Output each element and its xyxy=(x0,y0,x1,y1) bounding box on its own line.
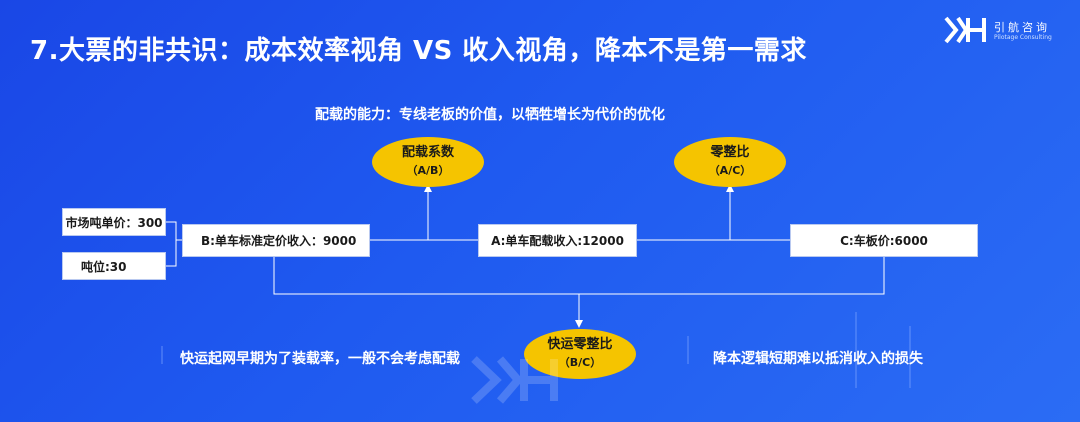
box-price-per-ton: 市场吨单价：300 xyxy=(62,208,166,236)
page-title: 7.大票的非共识：成本效率视角 VS 收入视角，降本不是第一需求 xyxy=(30,36,807,66)
connector-price xyxy=(166,221,182,241)
ellipse-express-ltl-ratio: 快运零整比 （B/C） xyxy=(524,329,636,379)
diagram-subtitle: 配载的能力：专线老板的价值，以牺牲增长为代价的优化 xyxy=(315,107,665,123)
box-standard-income: B:单车标准定价收入：9000 xyxy=(182,224,370,257)
arrow-down-express-ratio xyxy=(575,320,583,328)
ellipse-load-factor-label: 配载系数 xyxy=(401,145,454,160)
ellipse-ltl-ratio-formula: （A/C） xyxy=(708,164,752,177)
note-left: 快运起网早期为了装载率，一般不会考虑配载 xyxy=(180,351,460,367)
ellipse-ltl-ratio-label: 零整比 xyxy=(710,145,750,160)
box-load-income: A:单车配载收入:12000 xyxy=(478,224,637,257)
box-tonnage: 吨位:30 xyxy=(62,252,166,280)
watermark-logo-icon xyxy=(471,356,558,404)
arrow-up-load-factor xyxy=(424,184,432,192)
logo-name: 引航咨询 xyxy=(994,21,1050,34)
ellipse-load-factor: 配载系数 （A/B） xyxy=(372,137,484,187)
arrow-up-ltl-ratio xyxy=(726,184,734,192)
ellipse-express-ltl-ratio-formula: （B/C） xyxy=(558,356,602,369)
connector-bottom-bracket xyxy=(273,257,885,295)
connector-tonnage xyxy=(166,240,177,267)
logo: 引航咨询 Pilotage Consulting xyxy=(944,16,1064,46)
logo-mark-icon xyxy=(944,16,986,44)
ellipse-ltl-ratio: 零整比 （A/C） xyxy=(674,137,786,187)
logo-tagline: Pilotage Consulting xyxy=(994,34,1052,41)
box-vehicle-cost: C:车板价:6000 xyxy=(790,224,978,257)
note-right: 降本逻辑短期难以抵消收入的损失 xyxy=(713,351,923,367)
ellipse-express-ltl-ratio-label: 快运零整比 xyxy=(547,337,613,352)
ellipse-load-factor-formula: （A/B） xyxy=(406,164,450,177)
